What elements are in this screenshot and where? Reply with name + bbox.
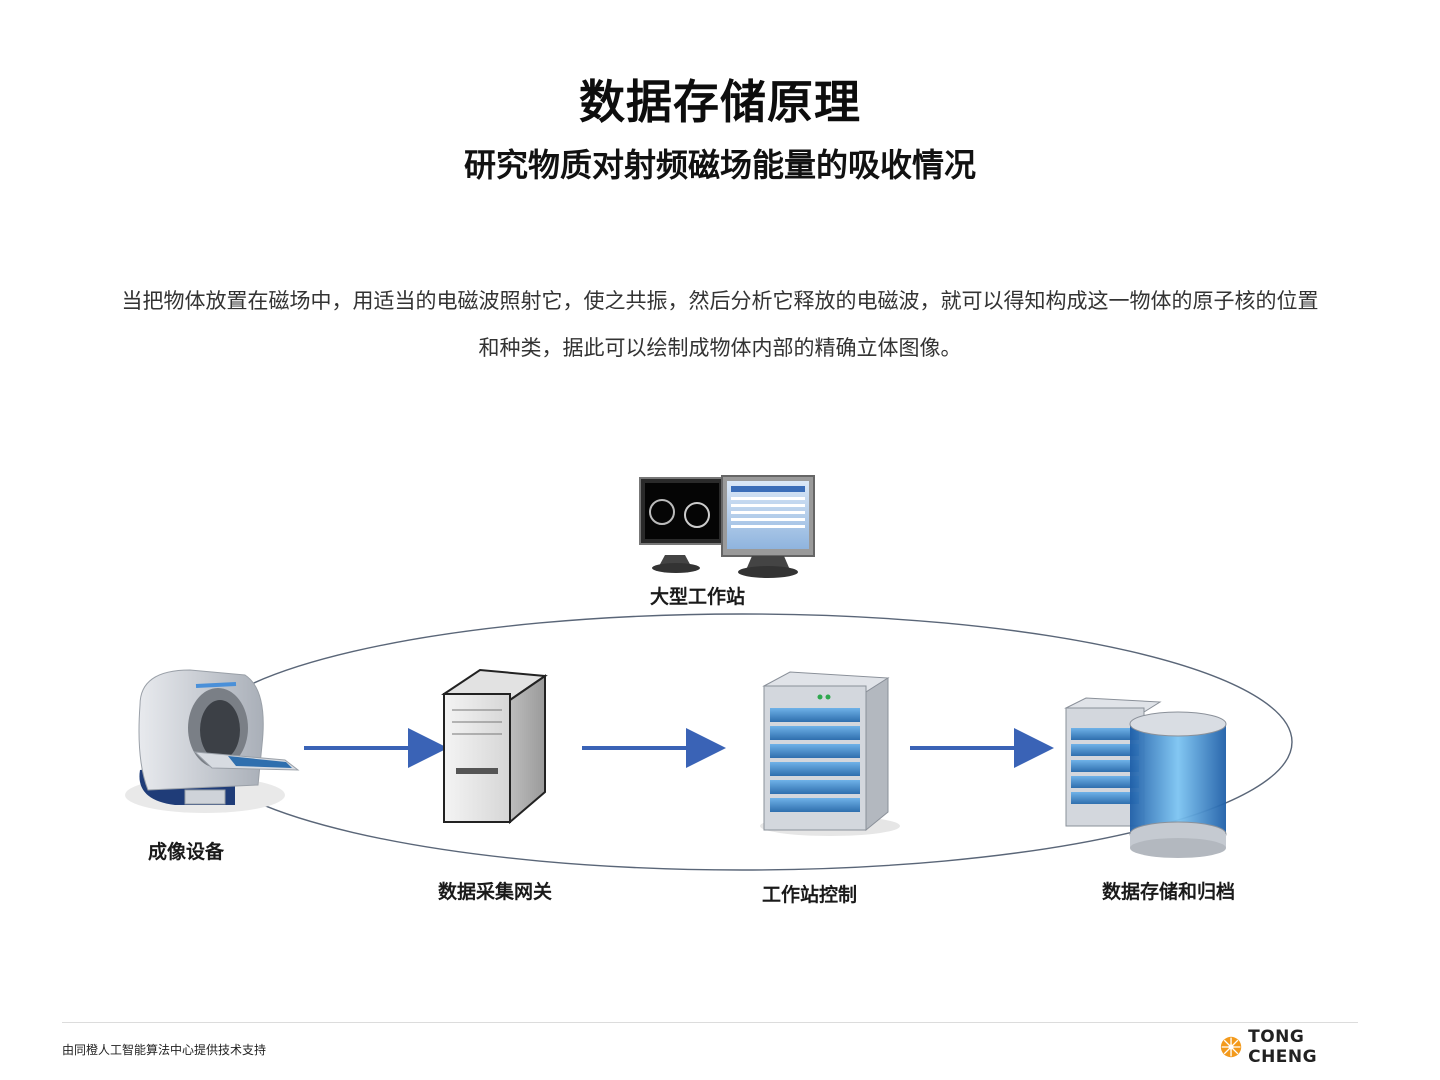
orange-slice-icon	[1220, 1036, 1242, 1058]
control-label: 工作站控制	[762, 884, 858, 906]
workstation-label: 大型工作站	[650, 586, 746, 608]
gateway-server-icon	[441, 668, 548, 825]
storage-archive-icon	[1064, 697, 1227, 858]
storage-label: 数据存储和归档	[1102, 881, 1236, 903]
workstation-monitors-icon	[639, 475, 815, 578]
footer-divider	[62, 1022, 1358, 1023]
gateway-label: 数据采集网关	[438, 881, 553, 903]
description-line-1: 当把物体放置在磁场中，用适当的电磁波照射它，使之共振，然后分析它释放的电磁波，就…	[121, 289, 1319, 313]
imaging-device-label: 成像设备	[148, 841, 225, 863]
footer-support-text: 由同橙人工智能算法中心提供技术支持	[62, 1043, 267, 1057]
control-server-icon	[760, 671, 900, 836]
tongcheng-logo: TONG CHENG	[1220, 1027, 1360, 1067]
page-title: 数据存储原理	[579, 75, 861, 129]
mri-scanner-icon	[125, 669, 300, 813]
logo-text: TONG CHENG	[1248, 1027, 1318, 1067]
description-line-2: 和种类，据此可以绘制成物体内部的精确立体图像。	[478, 336, 962, 360]
architecture-diagram	[125, 475, 1293, 871]
description-text: 当把物体放置在磁场中，用适当的电磁波照射它，使之共振，然后分析它释放的电磁波，就…	[70, 278, 1370, 372]
page-subtitle: 研究物质对射频磁场能量的吸收情况	[463, 146, 976, 184]
